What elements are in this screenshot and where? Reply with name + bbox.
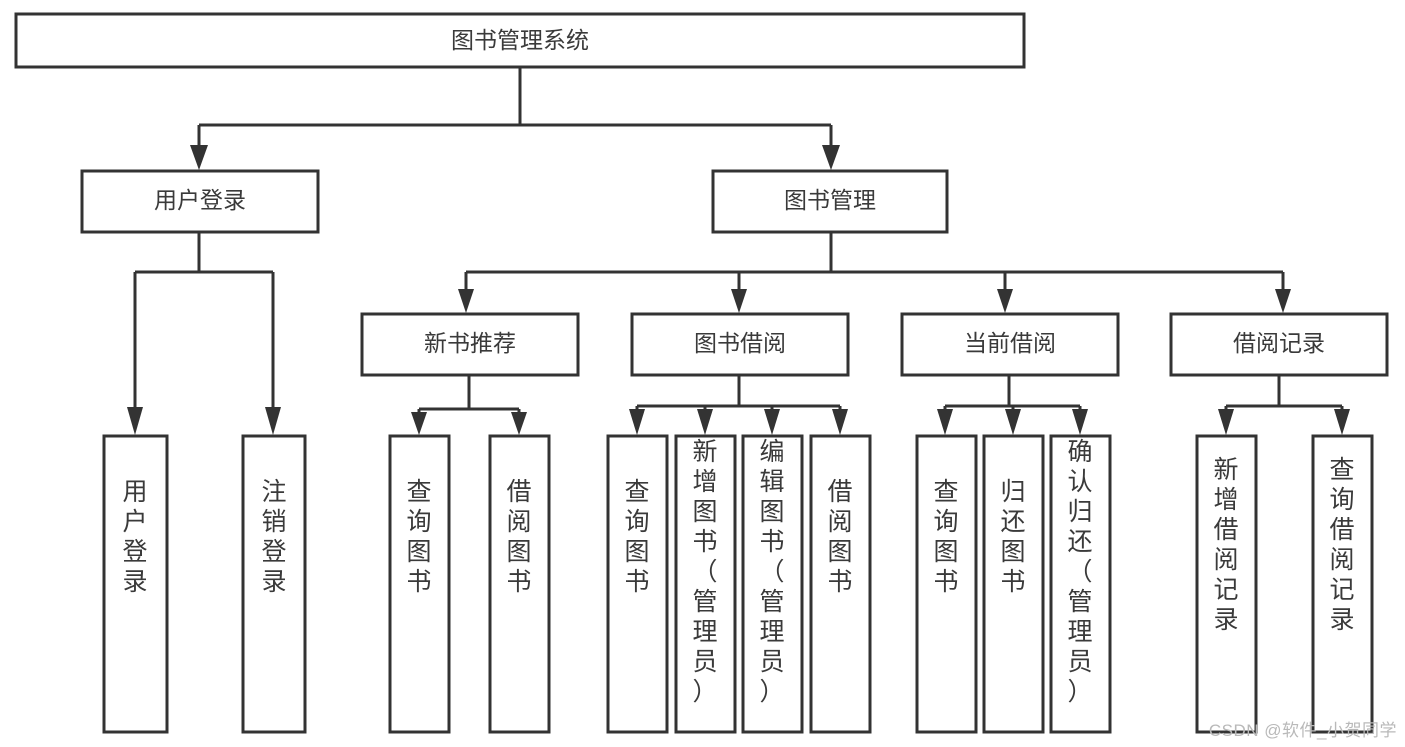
node-leaf-query-book-1-label: 查询图书 xyxy=(406,478,431,596)
node-root-box[interactable] xyxy=(14,12,1026,69)
connector-group xyxy=(127,67,1350,435)
node-leaf-query-book-2[interactable]: 查询图书 xyxy=(606,434,669,734)
node-leaf-user-logout[interactable]: 注销登录 xyxy=(241,434,307,734)
node-leaf-edit-book[interactable]: 编辑图书（管理员） xyxy=(741,434,804,734)
node-leaf-query-book-1[interactable]: 查询图书 xyxy=(388,434,451,734)
node-leaf-query-record[interactable]: 查询借阅记录 xyxy=(1311,434,1374,734)
node-leaf-query-book-1-box[interactable] xyxy=(388,434,451,734)
arrow-leaf-return-book xyxy=(1005,409,1021,435)
node-leaf-borrow-book-1[interactable]: 借阅图书 xyxy=(488,434,551,734)
arrow-leaf-add-record xyxy=(1218,409,1234,435)
node-current-borrow-label: 当前借阅 xyxy=(964,330,1056,356)
node-borrow-record-box[interactable] xyxy=(1169,312,1389,377)
arrow-leaf-query-record xyxy=(1334,409,1350,435)
node-leaf-return-book[interactable]: 归还图书 xyxy=(982,434,1045,734)
node-leaf-query-book-2-label: 查询图书 xyxy=(624,478,649,596)
node-user-login[interactable]: 用户登录 xyxy=(80,169,320,234)
node-leaf-query-book-3-label: 查询图书 xyxy=(933,478,958,596)
node-leaf-query-record-label: 查询借阅记录 xyxy=(1329,456,1354,634)
node-leaf-user-logout-box[interactable] xyxy=(241,434,307,734)
node-leaf-user-login-label: 用户登录 xyxy=(122,478,147,596)
node-leaf-add-record-label: 新增借阅记录 xyxy=(1213,456,1238,634)
node-leaf-confirm-return-box[interactable] xyxy=(1049,434,1112,734)
node-user-login-box[interactable] xyxy=(80,169,320,234)
node-leaf-borrow-book-2-box[interactable] xyxy=(809,434,872,734)
arrow-leaf-confirm-return xyxy=(1072,409,1088,435)
arrow-leaf-edit-book xyxy=(764,409,780,435)
node-new-book-recommend-label: 新书推荐 xyxy=(424,330,516,356)
arrow-to-book-borrow xyxy=(731,289,747,313)
node-leaf-edit-book-box[interactable] xyxy=(741,434,804,734)
arrow-to-borrow-record xyxy=(1275,289,1291,313)
node-book-manage[interactable]: 图书管理 xyxy=(711,169,949,234)
node-leaf-return-book-box[interactable] xyxy=(982,434,1045,734)
node-leaf-confirm-return[interactable]: 确认归还（管理员） xyxy=(1049,434,1112,734)
arrow-to-new-book xyxy=(458,289,474,313)
node-leaf-add-book-box[interactable] xyxy=(674,434,737,734)
arrow-leaf-query-book-2 xyxy=(629,409,645,435)
node-current-borrow-box[interactable] xyxy=(900,312,1120,377)
node-borrow-record-label: 借阅记录 xyxy=(1233,330,1325,356)
node-leaf-confirm-return-label: 确认归还（管理员） xyxy=(1067,438,1092,706)
node-leaf-borrow-book-2-label: 借阅图书 xyxy=(827,478,852,596)
node-leaf-add-record-box[interactable] xyxy=(1195,434,1258,734)
arrow-leaf-user-login xyxy=(127,407,143,435)
arrow-leaf-borrow-book-1 xyxy=(511,412,527,435)
node-book-borrow-box[interactable] xyxy=(630,312,850,377)
node-book-borrow[interactable]: 图书借阅 xyxy=(630,312,850,377)
node-leaf-edit-book-label: 编辑图书（管理员） xyxy=(759,438,784,706)
node-leaf-add-record[interactable]: 新增借阅记录 xyxy=(1195,434,1258,734)
node-new-book-recommend[interactable]: 新书推荐 xyxy=(360,312,580,377)
node-leaf-add-book[interactable]: 新增图书（管理员） xyxy=(674,434,737,734)
node-book-borrow-label: 图书借阅 xyxy=(694,330,786,356)
node-leaf-query-book-3-box[interactable] xyxy=(915,434,978,734)
node-leaf-user-logout-label: 注销登录 xyxy=(261,478,286,596)
arrow-leaf-query-book-3 xyxy=(937,409,953,435)
arrow-leaf-user-logout xyxy=(265,407,281,435)
node-leaf-borrow-book-2[interactable]: 借阅图书 xyxy=(809,434,872,734)
node-leaf-query-book-2-box[interactable] xyxy=(606,434,669,734)
arrow-leaf-borrow-book-2 xyxy=(832,409,848,435)
node-leaf-borrow-book-1-box[interactable] xyxy=(488,434,551,734)
arrow-leaf-query-book-1 xyxy=(411,412,427,435)
node-root-label: 图书管理系统 xyxy=(451,27,589,53)
node-leaf-borrow-book-1-label: 借阅图书 xyxy=(506,478,531,596)
node-book-manage-label: 图书管理 xyxy=(784,187,876,213)
csdn-watermark: CSDN @软件_小贺同学 xyxy=(1208,721,1397,740)
arrow-to-user-login xyxy=(190,145,208,170)
node-leaf-return-book-label: 归还图书 xyxy=(1000,478,1025,596)
node-leaf-query-record-box[interactable] xyxy=(1311,434,1374,734)
node-user-login-label: 用户登录 xyxy=(154,187,246,213)
node-leaf-user-login-box[interactable] xyxy=(102,434,169,734)
arrow-to-current-borrow xyxy=(997,289,1013,313)
node-new-book-recommend-box[interactable] xyxy=(360,312,580,377)
node-leaf-add-book-label: 新增图书（管理员） xyxy=(692,438,717,706)
node-book-manage-box[interactable] xyxy=(711,169,949,234)
node-leaf-query-book-3[interactable]: 查询图书 xyxy=(915,434,978,734)
node-borrow-record[interactable]: 借阅记录 xyxy=(1169,312,1389,377)
node-current-borrow[interactable]: 当前借阅 xyxy=(900,312,1120,377)
node-leaf-user-login[interactable]: 用户登录 xyxy=(102,434,169,734)
arrow-to-book-manage xyxy=(822,145,840,170)
arrow-leaf-add-book xyxy=(697,409,713,435)
node-root[interactable]: 图书管理系统 xyxy=(14,12,1026,69)
